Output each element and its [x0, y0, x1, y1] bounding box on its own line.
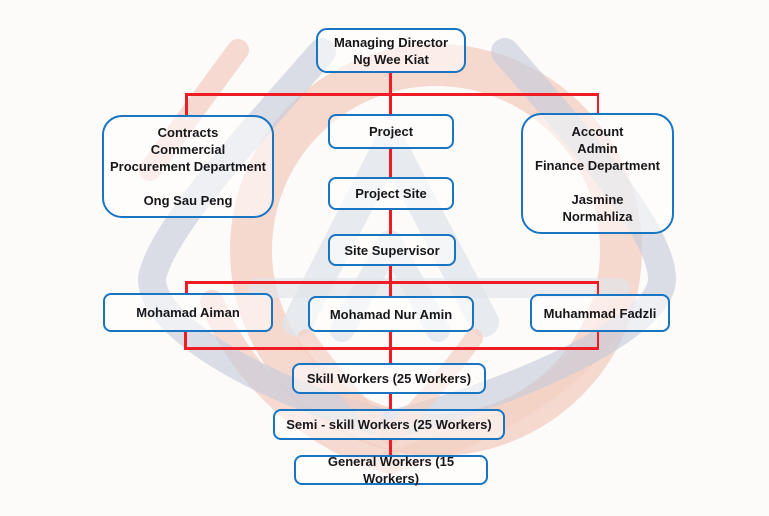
- node-project-site: Project Site: [328, 177, 454, 210]
- connector-drop-contracts: [185, 93, 188, 116]
- connector-level4-horizontal: [184, 347, 599, 350]
- connector-level3-horizontal: [185, 281, 599, 284]
- node-muhammad-fadzli: Muhammad Fadzli: [530, 294, 670, 332]
- connector-level2-horizontal: [185, 93, 599, 96]
- connector-drop-nuramin: [389, 281, 392, 297]
- node-account-department: Account Admin Finance Department Jasmine…: [521, 113, 674, 234]
- connector-skill-to-semi: [389, 394, 392, 410]
- node-site-supervisor: Site Supervisor: [328, 234, 456, 266]
- node-skill-workers: Skill Workers (25 Workers): [292, 363, 486, 394]
- logo-v-arm-left: [200, 290, 402, 474]
- node-project: Project: [328, 114, 454, 149]
- connector-fadzli-down: [596, 331, 599, 349]
- connector-to-skill-workers: [389, 332, 392, 364]
- node-managing-director: Managing Director Ng Wee Kiat: [316, 28, 466, 73]
- connector-drop-fadzli: [596, 281, 599, 295]
- connector-semi-to-general: [389, 440, 392, 456]
- node-mohamad-nur-amin: Mohamad Nur Amin: [308, 296, 474, 332]
- node-general-workers: General Workers (15 Workers): [294, 454, 488, 486]
- logo-v-arm-right: [378, 290, 634, 474]
- connector-drop-account: [596, 93, 599, 114]
- node-mohamad-aiman: Mohamad Aiman: [103, 293, 273, 332]
- connector-aiman-down: [184, 332, 187, 349]
- connector-drop-aiman: [185, 281, 188, 294]
- connector-site-to-supervisor: [389, 210, 392, 235]
- connector-supervisor-down: [389, 266, 392, 283]
- connector-project-to-site: [389, 149, 392, 178]
- node-contracts-department: Contracts Commercial Procurement Departm…: [102, 115, 274, 218]
- node-semi-skill-workers: Semi - skill Workers (25 Workers): [273, 409, 505, 440]
